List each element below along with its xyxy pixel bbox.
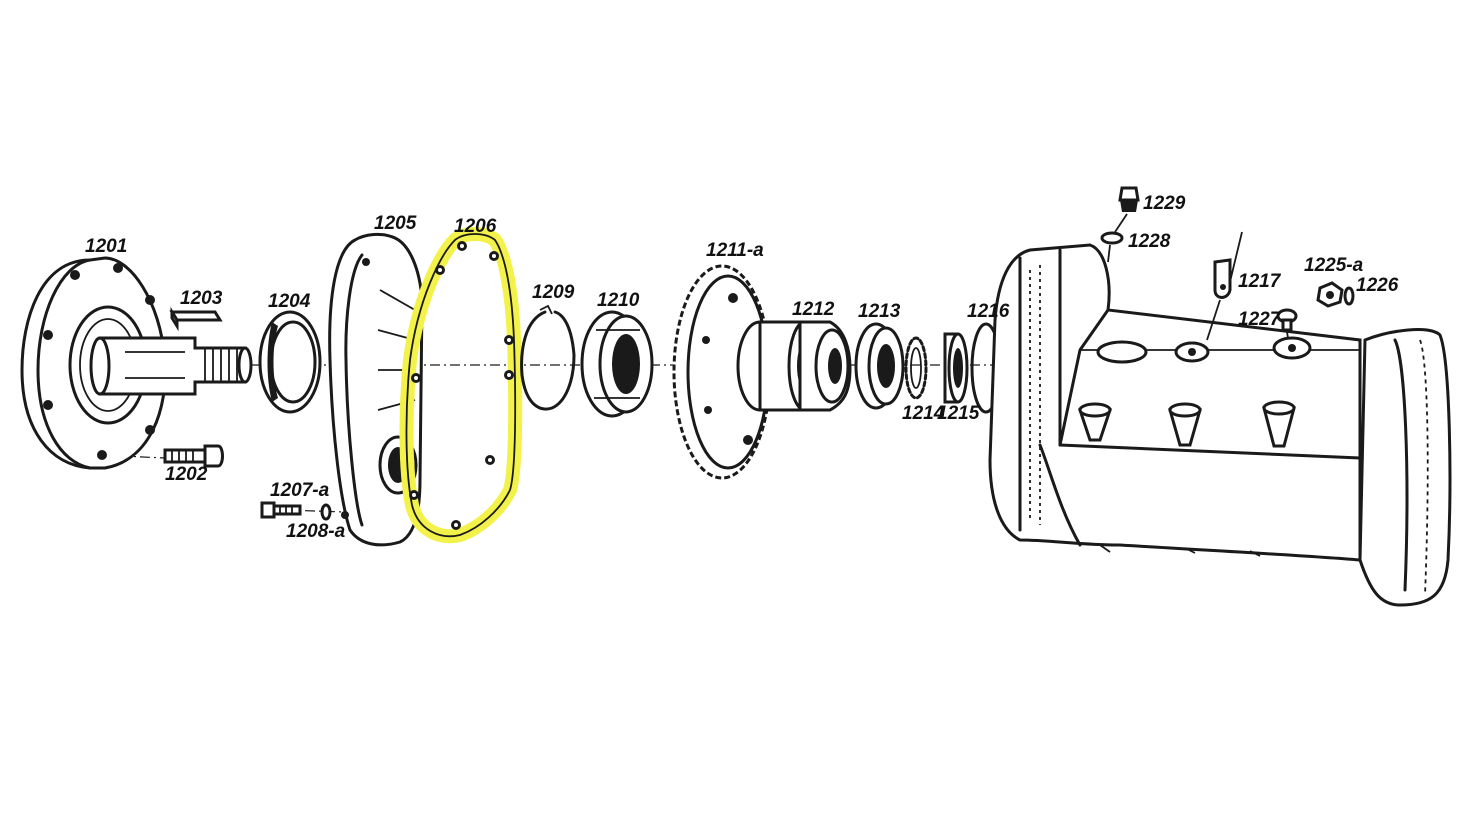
label-p1210: 1210 bbox=[597, 290, 640, 311]
label-p1228: 1228 bbox=[1128, 231, 1171, 252]
label-p1201: 1201 bbox=[85, 236, 127, 257]
label-p1229: 1229 bbox=[1143, 193, 1186, 214]
part-1217-bracket[interactable] bbox=[1213, 231, 1243, 299]
part-1201-flange[interactable] bbox=[20, 256, 253, 470]
part-1202-stud[interactable] bbox=[163, 444, 224, 468]
label-p1214: 1214 bbox=[902, 403, 945, 424]
label-p1207a: 1207-a bbox=[270, 480, 330, 501]
part-1210-bearing[interactable] bbox=[580, 310, 654, 418]
label-p1203: 1203 bbox=[180, 288, 223, 309]
label-p1202: 1202 bbox=[165, 464, 208, 485]
label-p1209: 1209 bbox=[532, 282, 575, 303]
part-1214-lock-washer[interactable] bbox=[904, 336, 928, 400]
housing bbox=[988, 243, 1452, 607]
label-p1205: 1205 bbox=[374, 213, 417, 234]
part-1205-cover[interactable] bbox=[328, 232, 424, 547]
label-p1206: 1206 bbox=[454, 216, 497, 237]
part-1204-seal[interactable] bbox=[258, 310, 322, 414]
part-1208a-washer[interactable] bbox=[320, 503, 332, 521]
part-1228-o-ring[interactable] bbox=[1100, 231, 1124, 245]
part-1215-nut[interactable] bbox=[943, 332, 969, 404]
label-p1213: 1213 bbox=[858, 301, 901, 322]
label-p1227: 1227 bbox=[1238, 309, 1282, 330]
part-1213-bearing[interactable] bbox=[854, 322, 905, 410]
label-p1225a: 1225-a bbox=[1304, 255, 1364, 276]
stud-axis bbox=[99, 454, 166, 459]
label-p1211a: 1211-a bbox=[706, 240, 764, 261]
part-labels: 1201 1202 1203 1204 1205 1206 1207-a 120… bbox=[85, 193, 1399, 542]
label-p1217: 1217 bbox=[1238, 271, 1282, 292]
part-1212-hub[interactable] bbox=[798, 320, 852, 412]
part-1229-breather[interactable] bbox=[1118, 186, 1140, 212]
label-p1212: 1212 bbox=[792, 299, 835, 320]
part-1226-washer[interactable] bbox=[1343, 286, 1355, 306]
part-1207a-screw[interactable] bbox=[260, 501, 302, 519]
leader-lines bbox=[1107, 213, 1289, 341]
part-1227-plug[interactable] bbox=[1276, 308, 1298, 332]
part-1206-gasket[interactable] bbox=[399, 227, 523, 544]
part-1209-circlip[interactable] bbox=[520, 304, 576, 411]
part-1225a-nut[interactable] bbox=[1316, 281, 1344, 308]
label-p1215: 1215 bbox=[937, 403, 980, 424]
label-p1208a: 1208-a bbox=[286, 521, 346, 542]
label-p1204: 1204 bbox=[268, 291, 311, 312]
label-p1216: 1216 bbox=[967, 301, 1010, 322]
label-p1226: 1226 bbox=[1356, 275, 1399, 296]
gasket-highlight bbox=[399, 227, 523, 544]
part-1203-key[interactable] bbox=[169, 306, 223, 332]
